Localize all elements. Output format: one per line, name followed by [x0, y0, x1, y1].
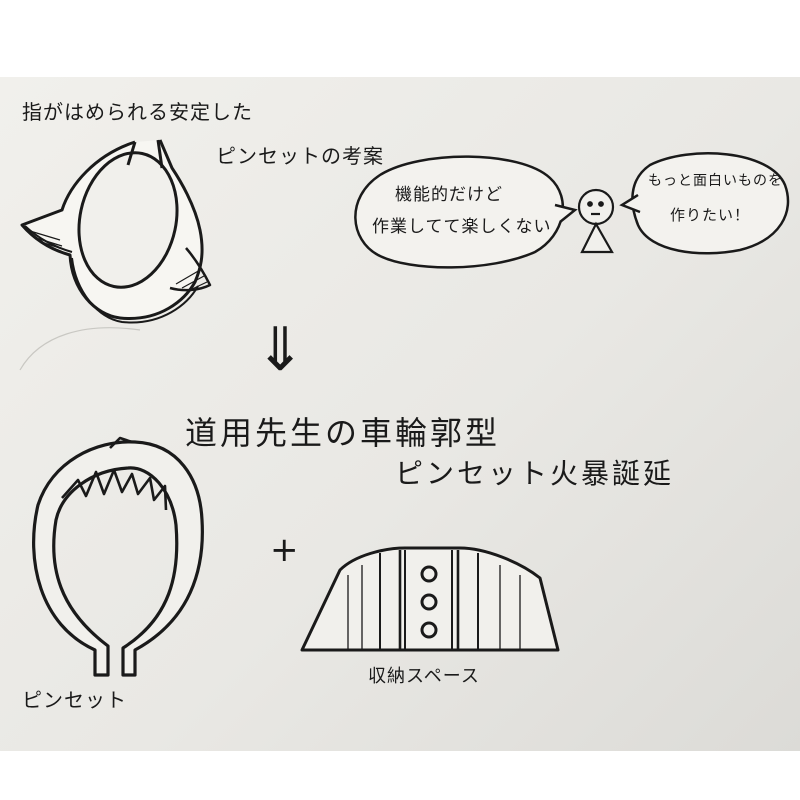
note-line-2: ピンセットの考案 — [216, 144, 384, 168]
down-arrow: ⇓ — [255, 315, 307, 385]
tweezers-label: ピンセット — [22, 688, 127, 712]
note-line-1: 指がはめられる安定した — [22, 100, 253, 124]
pencil-arc — [19, 327, 141, 371]
speech-left-line-1: 機能的だけど — [395, 185, 503, 205]
storage-space-drawing — [300, 546, 560, 652]
speech-bubble-left — [354, 155, 578, 269]
speech-right-line-1: もっと面白いものを — [648, 173, 783, 189]
speech-bubble-right — [619, 152, 790, 255]
storage-label: 収納スペース — [368, 666, 480, 687]
stick-figure — [577, 188, 615, 254]
speech-right-line-2: 作りたい！ — [670, 206, 751, 224]
title-line-1: 道用先生の車輪郭型 — [185, 414, 501, 452]
speech-left-line-2: 作業してて楽しくない — [372, 217, 552, 237]
title-line-2: ピンセット火暴誕延 — [395, 457, 675, 490]
tweezers-drawing — [32, 436, 204, 677]
concept-ring-tweezers — [20, 139, 212, 324]
plus-sign: + — [270, 530, 300, 570]
